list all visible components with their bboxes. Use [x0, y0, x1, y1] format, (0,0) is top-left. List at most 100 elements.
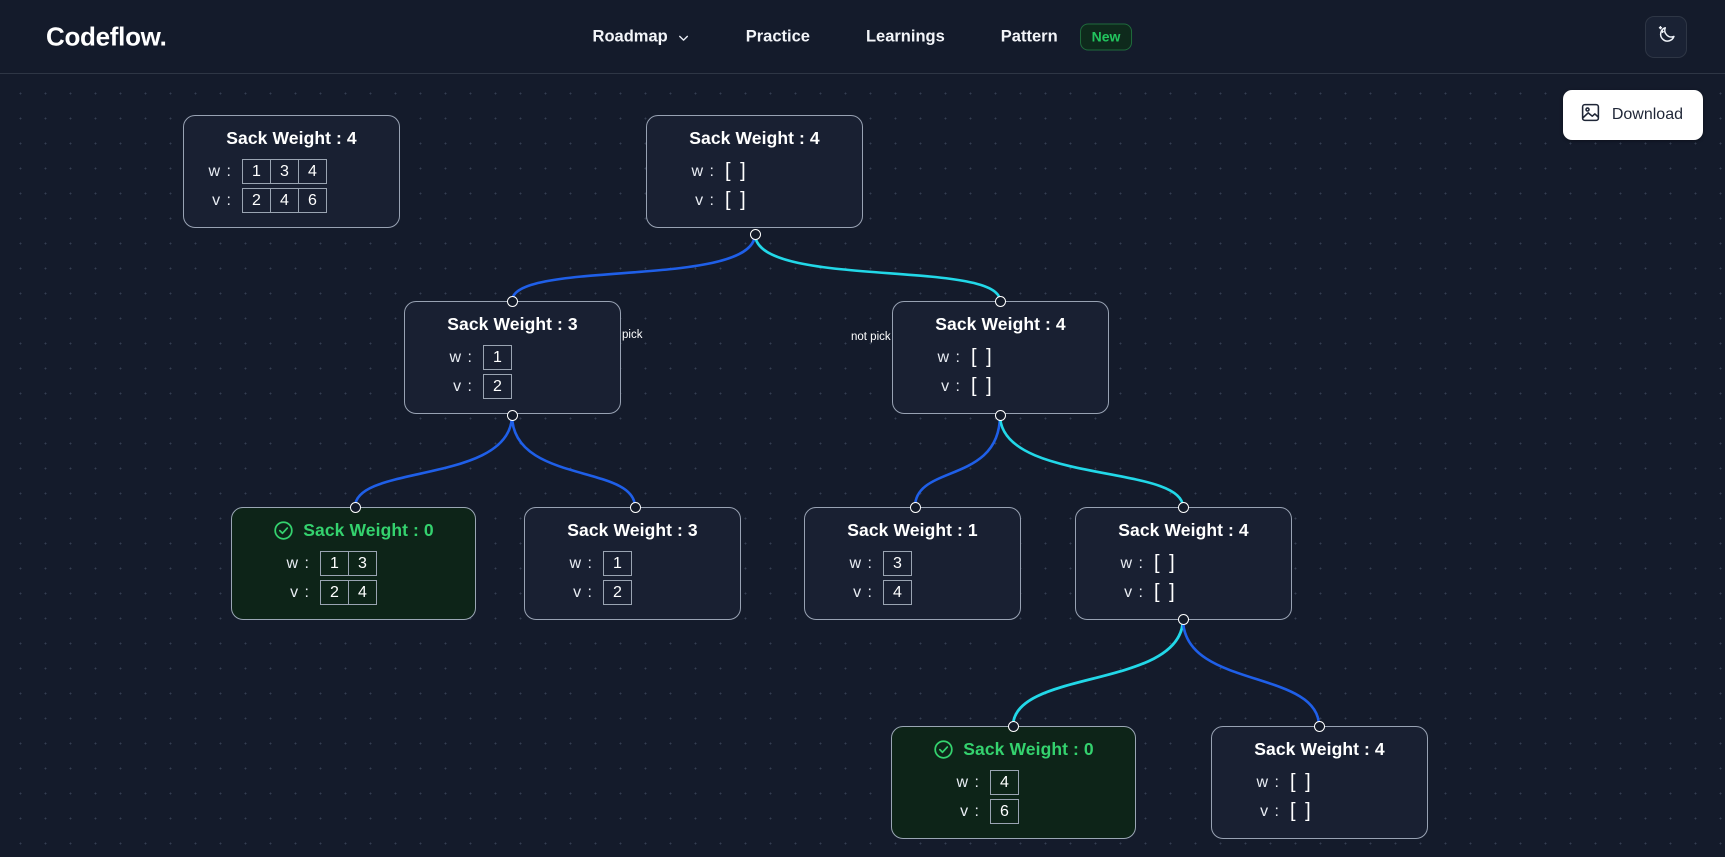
theme-toggle-button[interactable]: [1645, 15, 1687, 58]
w-cells: 3: [883, 551, 912, 576]
v-cell: 2: [320, 580, 349, 605]
w-cells: 1: [483, 345, 512, 370]
flow-canvas[interactable]: pick not pick Sack Weight : 4 w : 1: [0, 74, 1725, 857]
edge-l2d-l3a: [1011, 618, 1185, 727]
row-label-w: w :: [1120, 554, 1144, 572]
node-row-v: v : 2: [543, 580, 722, 605]
node-row-w: w : [ ]: [911, 345, 1090, 370]
w-empty: [ ]: [971, 346, 994, 368]
w-cell: 3: [270, 159, 299, 184]
node-root[interactable]: Sack Weight : 4 w : [ ] v : [ ]: [646, 115, 863, 228]
port-l1right-top[interactable]: [994, 295, 1006, 307]
node-title-row: Sack Weight : 3: [543, 520, 722, 541]
port-l1left-top[interactable]: [506, 295, 518, 307]
port-root-bottom[interactable]: [749, 228, 761, 240]
node-title: Sack Weight : 0: [303, 520, 434, 540]
node-l2-a[interactable]: Sack Weight : 0 w : 1 3 v : 2 4: [231, 507, 476, 620]
node-row-w: w : [ ]: [1230, 770, 1409, 795]
w-cells: 1: [603, 551, 632, 576]
v-cell: 6: [990, 799, 1019, 824]
row-label-w: w :: [849, 554, 873, 572]
nav-item-learnings[interactable]: Learnings: [866, 27, 945, 46]
w-cell: 1: [483, 345, 512, 370]
port-l3a-top[interactable]: [1007, 720, 1019, 732]
node-l3-b[interactable]: Sack Weight : 4 w : [ ] v : [ ]: [1211, 726, 1428, 839]
node-l1-left[interactable]: Sack Weight : 3 w : 1 v : 2: [404, 301, 621, 414]
row-label-v: v :: [453, 377, 473, 395]
edge-root-l1left: [510, 233, 757, 302]
row-label-v: v :: [290, 583, 310, 601]
edge-l2d-l3b: [1181, 618, 1321, 727]
row-label-w: w :: [286, 554, 310, 572]
port-l1right-bottom[interactable]: [994, 409, 1006, 421]
port-l3b-top[interactable]: [1313, 720, 1325, 732]
nav-label-practice: Practice: [745, 27, 810, 45]
node-row-w: w : 1: [423, 345, 602, 370]
row-label-w: w :: [569, 554, 593, 572]
node-legend[interactable]: Sack Weight : 4 w : 1 3 4 v : 2 4: [183, 115, 400, 228]
port-l1left-bottom[interactable]: [506, 409, 518, 421]
node-l2-d[interactable]: Sack Weight : 4 w : [ ] v : [ ]: [1075, 507, 1292, 620]
row-label-v: v :: [960, 802, 980, 820]
v-empty: [ ]: [971, 375, 994, 397]
node-row-w: w : 1 3: [250, 551, 457, 576]
edge-l1right-l2d: [998, 414, 1185, 508]
w-empty: [ ]: [1290, 771, 1313, 793]
w-cell: 1: [242, 159, 271, 184]
w-cell: 1: [603, 551, 632, 576]
v-cells: 2: [483, 374, 512, 399]
row-label-w: w :: [1256, 773, 1280, 791]
nav-item-roadmap[interactable]: Roadmap: [593, 27, 690, 46]
port-l2d-bottom[interactable]: [1177, 613, 1189, 625]
node-row-v: v : 4: [823, 580, 1002, 605]
app-header: Codeflow. Roadmap Practice Learnings Pat…: [0, 0, 1725, 74]
node-title-row: Sack Weight : 4: [1094, 520, 1273, 541]
node-title-row: Sack Weight : 4: [911, 314, 1090, 335]
v-cells: 4: [883, 580, 912, 605]
node-title-row: Sack Weight : 4: [202, 128, 381, 149]
row-label-v: v :: [695, 191, 715, 209]
nav-label-learnings: Learnings: [865, 27, 945, 45]
node-title: Sack Weight : 0: [963, 739, 1094, 759]
nav-item-practice[interactable]: Practice: [746, 27, 810, 46]
node-row-w: w : 1: [543, 551, 722, 576]
edge-l1right-l2c: [913, 414, 1002, 508]
moon-stars-icon: [1656, 24, 1677, 50]
row-label-w: w :: [937, 348, 961, 366]
v-empty: [ ]: [1290, 800, 1313, 822]
v-cell: 4: [883, 580, 912, 605]
w-cell: 3: [348, 551, 377, 576]
brand-logo[interactable]: Codeflow.: [46, 21, 167, 51]
node-title: Sack Weight : 3: [447, 314, 578, 334]
node-title-row: Sack Weight : 3: [423, 314, 602, 335]
port-l2b-top[interactable]: [629, 501, 641, 513]
v-cell: 6: [298, 188, 327, 213]
node-l3-a[interactable]: Sack Weight : 0 w : 4 v : 6: [891, 726, 1136, 839]
port-l2a-top[interactable]: [349, 501, 361, 513]
port-l2d-top[interactable]: [1177, 501, 1189, 513]
node-rows: w : 4 v : 6: [910, 770, 1117, 824]
edge-l1left-l2b: [510, 414, 637, 508]
node-l2-b[interactable]: Sack Weight : 3 w : 1 v : 2: [524, 507, 741, 620]
nav-label-pattern: Pattern: [1000, 27, 1058, 45]
nav-item-pattern[interactable]: Pattern New: [1001, 23, 1133, 50]
node-title: Sack Weight : 1: [847, 520, 978, 540]
w-cells: 1 3 4: [242, 159, 327, 184]
nav-label-roadmap: Roadmap: [592, 27, 668, 45]
node-row-v: v : [ ]: [665, 188, 844, 213]
node-l1-right[interactable]: Sack Weight : 4 w : [ ] v : [ ]: [892, 301, 1109, 414]
row-label-w: w :: [691, 162, 715, 180]
node-title-row: Sack Weight : 0: [910, 739, 1117, 760]
port-l2c-top[interactable]: [909, 501, 921, 513]
v-cells: 2 4: [320, 580, 377, 605]
node-row-v: v : 2 4 6: [202, 188, 381, 213]
node-l2-c[interactable]: Sack Weight : 1 w : 3 v : 4: [804, 507, 1021, 620]
row-label-v: v :: [853, 583, 873, 601]
download-button[interactable]: Download: [1562, 90, 1703, 140]
node-rows: w : [ ] v : [ ]: [911, 345, 1090, 399]
node-rows: w : 3 v : 4: [823, 551, 1002, 605]
row-label-v: v :: [941, 377, 961, 395]
w-cell: 3: [883, 551, 912, 576]
v-cell: 2: [603, 580, 632, 605]
